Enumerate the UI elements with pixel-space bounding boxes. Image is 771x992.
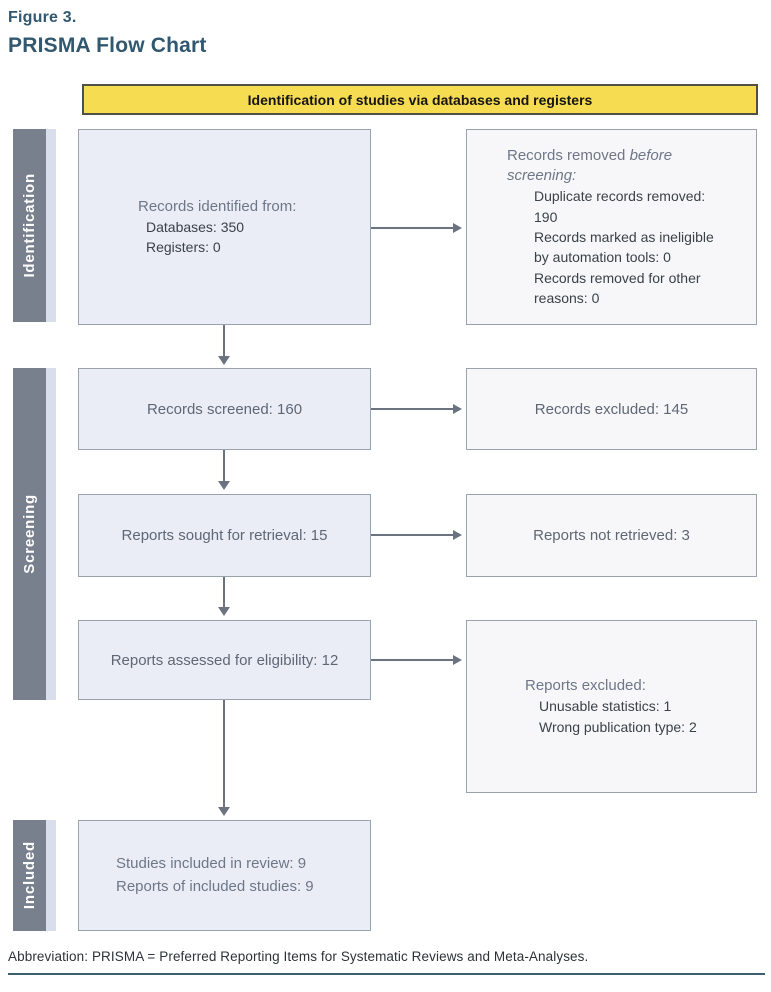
heading-italic: before screening: xyxy=(507,146,673,185)
box-heading: Records identified from: xyxy=(138,197,297,215)
box-label: Records screened: 160 xyxy=(146,400,303,418)
arrow-sought-to-not-retrieved xyxy=(371,530,462,539)
page-title: PRISMA Flow Chart xyxy=(8,34,207,57)
box-label: Records excluded: 145 xyxy=(534,400,689,418)
arrow-assessed-to-reports-excluded xyxy=(371,655,462,664)
box-heading: Records removed before screening: xyxy=(507,146,722,187)
stage-bar-included: Included xyxy=(13,820,46,931)
stage-label-identification: Identification xyxy=(21,173,38,278)
arrow-assessed-to-included xyxy=(219,700,229,816)
box-records-excluded: Records excluded: 145 xyxy=(466,368,757,450)
stage-bar-identification: Identification xyxy=(13,129,46,322)
box-reports-excluded: Reports excluded: Unusable statistics: 1… xyxy=(466,620,757,793)
arrow-identified-to-removed xyxy=(371,223,462,232)
box-records-removed: Records removed before screening: Duplic… xyxy=(466,129,757,325)
arrow-screened-to-sought xyxy=(219,450,229,490)
box-line: Registers: 0 xyxy=(146,239,221,256)
box-line: Reports of included studies: 9 xyxy=(116,877,314,895)
box-reports-assessed: Reports assessed for eligibility: 12 xyxy=(78,620,371,700)
stage-bar-screening: Screening xyxy=(13,368,46,700)
figure-label: Figure 3. xyxy=(8,9,77,26)
arrow-sought-to-assessed xyxy=(219,577,229,616)
box-line: Records removed for other reasons: 0 xyxy=(534,269,701,306)
box-line: Wrong publication type: 2 xyxy=(539,718,697,735)
box-line: Duplicate records removed: 190 xyxy=(534,188,706,225)
box-reports-not-retrieved: Reports not retrieved: 3 xyxy=(466,494,757,577)
heading-normal: Records removed xyxy=(507,146,630,164)
box-line: Unusable statistics: 1 xyxy=(539,698,672,715)
stage-label-included: Included xyxy=(21,841,38,910)
stage-bar-accent xyxy=(46,820,56,931)
box-label: Reports assessed for eligibility: 12 xyxy=(110,651,339,669)
box-line: Records marked as ineligible by automati… xyxy=(534,228,714,266)
box-label: Reports sought for retrieval: 15 xyxy=(121,527,328,544)
banner-label: Identification of studies via databases … xyxy=(247,91,593,108)
arrow-identified-to-screened xyxy=(219,325,229,365)
stage-bar-accent xyxy=(46,129,56,322)
stage-bar-accent xyxy=(46,368,56,700)
box-records-identified: Records identified from: Databases: 350 … xyxy=(78,129,371,325)
box-line: Studies included in review: 9 xyxy=(116,855,307,872)
box-heading: Reports excluded: xyxy=(525,677,646,695)
box-label: Reports not retrieved: 3 xyxy=(533,527,690,544)
box-reports-sought: Reports sought for retrieval: 15 xyxy=(78,494,371,577)
box-line: Databases: 350 xyxy=(146,218,245,235)
abbreviation-note: Abbreviation: PRISMA = Preferred Reporti… xyxy=(8,949,589,964)
banner-identification-via-databases: Identification of studies via databases … xyxy=(82,84,758,115)
box-records-screened: Records screened: 160 xyxy=(78,368,371,450)
box-studies-included: Studies included in review: 9 Reports of… xyxy=(78,820,371,931)
stage-label-screening: Screening xyxy=(21,494,38,574)
footer-divider xyxy=(8,973,765,975)
arrow-screened-to-excluded xyxy=(371,404,462,413)
